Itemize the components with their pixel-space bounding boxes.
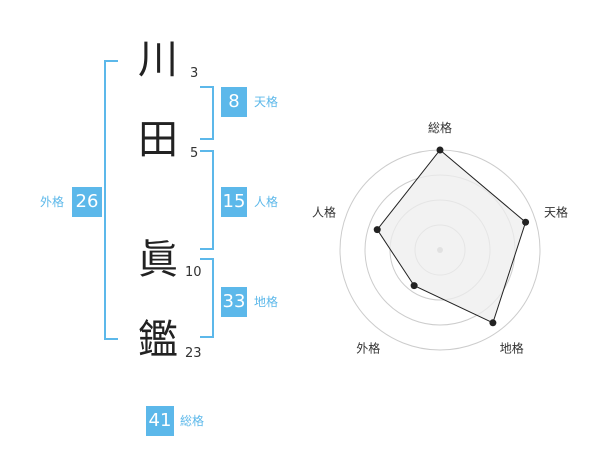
soukaku-badge: 41 <box>146 406 174 436</box>
name-char-2: 田 <box>138 117 178 163</box>
chikaku-badge: 33 <box>221 287 247 317</box>
gaikaku-bracket <box>104 60 118 340</box>
radar-point-5 <box>373 226 381 234</box>
gaikaku-badge: 26 <box>72 187 102 217</box>
radar-axis-label-4: 外格 <box>356 341 380 356</box>
chikaku-label: 地格 <box>254 295 279 309</box>
name-char-3-strokes: 10 <box>185 265 202 280</box>
tenkaku-label: 天格 <box>254 95 279 109</box>
tenkaku-bracket <box>200 86 214 140</box>
name-char-3: 眞 <box>138 237 178 283</box>
radar-axis-label-2: 天格 <box>544 204 568 219</box>
name-char-4: 鑑 <box>138 317 178 363</box>
radar-point-1 <box>436 146 444 154</box>
radar-axis-label-1: 総格 <box>428 120 452 135</box>
gaikaku-label: 外格 <box>40 195 65 209</box>
tenkaku-badge: 8 <box>221 87 247 117</box>
jinkaku-bracket <box>200 150 214 250</box>
chikaku-bracket <box>200 258 214 338</box>
radar-area <box>376 149 527 324</box>
jinkaku-badge: 15 <box>221 187 247 217</box>
name-char-1: 川 <box>138 37 178 83</box>
name-char-4-strokes: 23 <box>185 346 202 361</box>
radar-point-2 <box>522 218 530 226</box>
radar-axis-label-5: 人格 <box>312 204 336 219</box>
name-char-1-strokes: 3 <box>190 66 199 81</box>
radar-axis-label-3: 地格 <box>500 341 524 356</box>
radar-point-4 <box>410 282 418 290</box>
radar-point-3 <box>489 319 497 327</box>
jinkaku-label: 人格 <box>254 195 279 209</box>
soukaku-label: 総格 <box>180 414 205 428</box>
name-char-2-strokes: 5 <box>190 146 199 161</box>
